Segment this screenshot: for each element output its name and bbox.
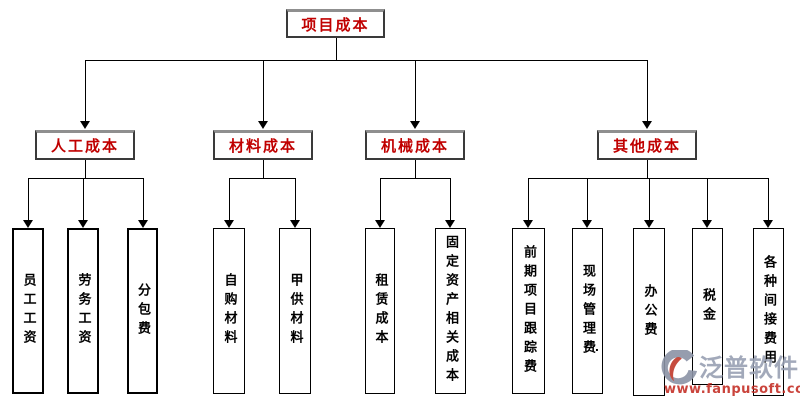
leaf-labor-service-wages: 劳务工资: [67, 228, 99, 394]
leaf-rental-cost: 租赁成本: [365, 228, 395, 394]
leaf-self-purchased-materials: 自购材料: [213, 228, 245, 394]
leaf-labor-service-wages-label: 劳务工资: [75, 273, 91, 349]
connector-drop: [587, 178, 588, 221]
arrow-down-icon: [78, 220, 88, 228]
leaf-owner-supplied-materials-label: 甲供材料: [287, 273, 303, 349]
connector-drop-material: [263, 60, 264, 122]
leaf-office-expense: 办公费: [633, 228, 665, 396]
arrow-down-icon: [763, 220, 773, 228]
connector-labor-bus: [28, 178, 143, 179]
connector-material-bus: [229, 178, 295, 179]
leaf-taxes: 税金: [692, 228, 723, 385]
arrow-down-icon: [582, 220, 592, 228]
connector-drop: [143, 178, 144, 221]
connector-drop: [229, 178, 230, 221]
connector-drop: [83, 178, 84, 221]
connector-machinery-bus: [380, 178, 450, 179]
arrow-down-icon: [375, 220, 385, 228]
connector-drop: [768, 178, 769, 221]
connector-drop: [28, 178, 29, 221]
watermark-url: www.fanpusoft.com: [664, 382, 800, 397]
connector-other-bus: [528, 178, 768, 179]
leaf-taxes-label: 税金: [700, 287, 715, 326]
leaf-owner-supplied-materials: 甲供材料: [279, 228, 311, 394]
leaf-various-indirect-expenses: 各种间接费用: [753, 228, 784, 396]
leaf-employee-wages: 员工工资: [12, 228, 44, 394]
node-machinery-cost-label: 机械成本: [380, 137, 449, 155]
leaf-subcontract-fee: 分包费: [127, 228, 158, 394]
leaf-employee-wages-label: 员工工资: [20, 273, 36, 349]
leaf-office-expense-label: 办公费: [641, 283, 657, 341]
leaf-fixed-asset-related-cost: 固定资产相关成本: [435, 228, 466, 394]
connector-drop: [450, 178, 451, 221]
node-machinery-cost: 机械成本: [365, 130, 465, 160]
leaf-self-purchased-materials-label: 自购材料: [221, 273, 237, 349]
leaf-site-management-fee-label: 现场管理费: [580, 263, 595, 359]
connector-drop: [649, 178, 650, 221]
leaf-site-management-fee: 现场管理费 .: [572, 228, 603, 394]
arrow-down-icon: [224, 220, 234, 228]
arrow-down-icon: [410, 121, 420, 129]
leaf-rental-cost-label: 租赁成本: [372, 273, 388, 349]
leaf-early-project-tracking-fee: 前期项目跟踪费: [512, 228, 545, 394]
leaf-subcontract-fee-label: 分包费: [135, 282, 150, 340]
arrow-down-icon: [523, 220, 533, 228]
connector-other-stem: [647, 160, 648, 178]
connector-drop: [528, 178, 529, 221]
arrow-down-icon: [80, 121, 90, 129]
leaf-various-indirect-expenses-label: 各种间接费用: [761, 255, 776, 369]
node-other-cost-label: 其他成本: [612, 137, 681, 155]
arrow-down-icon: [138, 220, 148, 228]
leaf-fixed-asset-related-cost-label: 固定资产相关成本: [443, 235, 458, 387]
node-labor-cost: 人工成本: [35, 130, 135, 160]
connector-drop-machinery: [415, 60, 416, 122]
arrow-down-icon: [23, 220, 33, 228]
connector-drop: [707, 178, 708, 221]
connector-drop-labor: [85, 60, 86, 122]
fanpu-logo-icon: [661, 350, 698, 385]
node-material-cost-label: 材料成本: [228, 137, 297, 155]
leaf-early-project-tracking-fee-label: 前期项目跟踪费: [521, 244, 536, 378]
node-project-cost-label: 项目成本: [301, 15, 370, 34]
watermark-brand: 泛普软件: [699, 354, 799, 382]
node-other-cost: 其他成本: [597, 130, 697, 160]
arrow-down-icon: [644, 220, 654, 228]
connector-level2-bus: [85, 60, 648, 61]
watermark: 泛普软件 www.fanpusoft.com: [658, 344, 800, 404]
connector-material-stem: [263, 160, 264, 178]
connector-drop: [380, 178, 381, 221]
stray-dot-mark: .: [594, 341, 599, 354]
connector-drop-other: [647, 60, 648, 122]
connector-machinery-stem: [415, 160, 416, 178]
node-labor-cost-label: 人工成本: [50, 137, 119, 155]
node-project-cost: 项目成本: [286, 9, 385, 38]
node-material-cost: 材料成本: [213, 130, 313, 160]
arrow-down-icon: [445, 220, 455, 228]
arrow-down-icon: [642, 121, 652, 129]
arrow-down-icon: [702, 220, 712, 228]
connector-root-stem: [336, 38, 337, 61]
arrow-down-icon: [290, 220, 300, 228]
arrow-down-icon: [258, 121, 268, 129]
connector-drop: [295, 178, 296, 221]
connector-labor-stem: [85, 160, 86, 178]
